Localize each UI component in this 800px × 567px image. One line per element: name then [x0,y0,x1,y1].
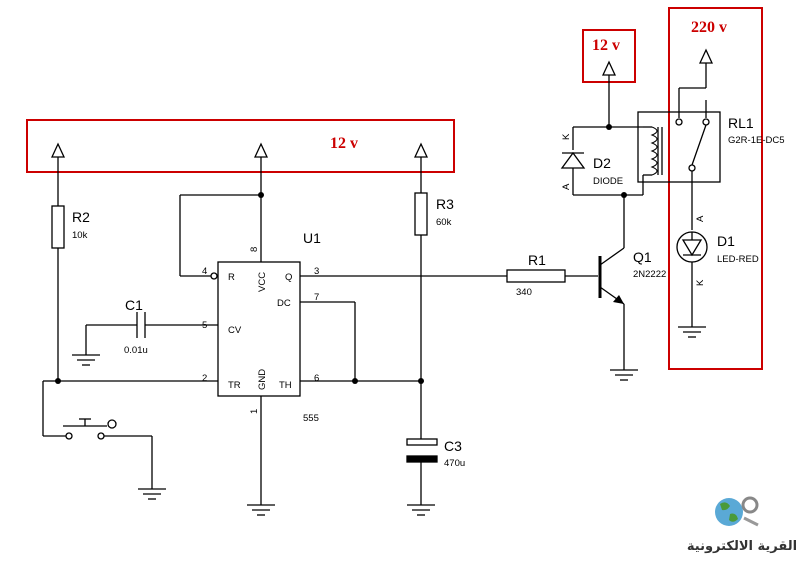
pin-tr-label: TR [228,380,241,391]
ground-button [138,488,166,500]
d1-value: LED-RED [717,254,759,265]
capacitor-c1 [85,312,218,355]
r1-ref: R1 [528,252,546,268]
ground-q1 [610,369,638,381]
u1-part: 555 [303,413,319,424]
pin-number: 1 [249,409,260,414]
supply-arrow-relay [601,60,617,127]
d2-value: DIODE [593,176,623,187]
capacitor-c3 [406,438,438,505]
mains-label: 220 v [691,19,727,36]
pin-number: 8 [249,247,260,252]
led-d1 [676,231,708,327]
supply-arrow-r3 [413,142,429,193]
pin-number: 3 [314,266,319,277]
resistor-r1 [506,269,566,283]
pin-number: 2 [202,373,207,384]
u1-ref: U1 [303,230,321,246]
mains-box [668,7,763,370]
pin-dc-label: DC [277,298,291,309]
pin-number: 5 [202,320,207,331]
transistor-q1 [598,195,625,370]
pin-vcc-label: VCC [257,272,268,292]
resistor-r3 [414,192,428,236]
d1-anode-label: A [695,215,706,222]
junction-dot [621,192,627,198]
pin-number: 6 [314,373,319,384]
reset-inverter-bubble [210,272,218,280]
q1-ref: Q1 [633,249,652,265]
relay-rl1 [637,111,721,183]
c3-ref: C3 [444,438,462,454]
relay-coil [642,126,663,195]
rl1-ref: RL1 [728,115,754,131]
ground-c3 [407,504,435,516]
supply-arrow-vcc [253,142,269,262]
r2-ref: R2 [72,209,90,225]
supply-arrow-220v [698,48,714,88]
pin-number: 4 [202,266,207,277]
relay-contacts [675,87,710,230]
c1-value: 0.01u [124,345,148,356]
globe-icon [715,496,759,527]
resistor-r2 [51,205,65,249]
ground-u1 [247,504,275,516]
pin-number: 7 [314,292,319,303]
push-button [42,380,153,489]
relay-supply-label: 12 v [592,37,620,54]
ic-555 [217,261,301,397]
pin-th-label: TH [279,380,292,391]
r1-value: 340 [516,287,532,298]
pin-q-label: Q [285,272,292,283]
pin-cv-label: CV [228,325,242,336]
pin-r-label: R [228,272,235,283]
d1-cathode-label: K [695,279,706,286]
r3-ref: R3 [436,196,454,212]
pin-gnd-label: GND [257,369,268,390]
q1-value: 2N2222 [633,269,666,280]
d2-cathode-label: K [561,133,572,140]
r3-value: 60k [436,217,452,228]
rl1-value: G2R-1E-DC5 [728,135,785,146]
junction-dot [258,192,264,198]
c1-ref: C1 [125,297,143,313]
c3-value: 470u [444,458,465,469]
supply-12v-label: 12 v [330,135,358,152]
diode-d2 [560,151,586,169]
r2-value: 10k [72,230,88,241]
supply-arrow-r2 [50,142,66,206]
supply-12v-box [26,119,455,173]
ground-d1 [678,326,706,338]
ground-c1 [72,354,100,366]
logo-text: القرية الالكترونية [687,539,797,554]
d2-anode-label: A [561,183,572,190]
d1-ref: D1 [717,233,735,249]
d2-ref: D2 [593,155,611,171]
junction-dot [606,124,612,130]
